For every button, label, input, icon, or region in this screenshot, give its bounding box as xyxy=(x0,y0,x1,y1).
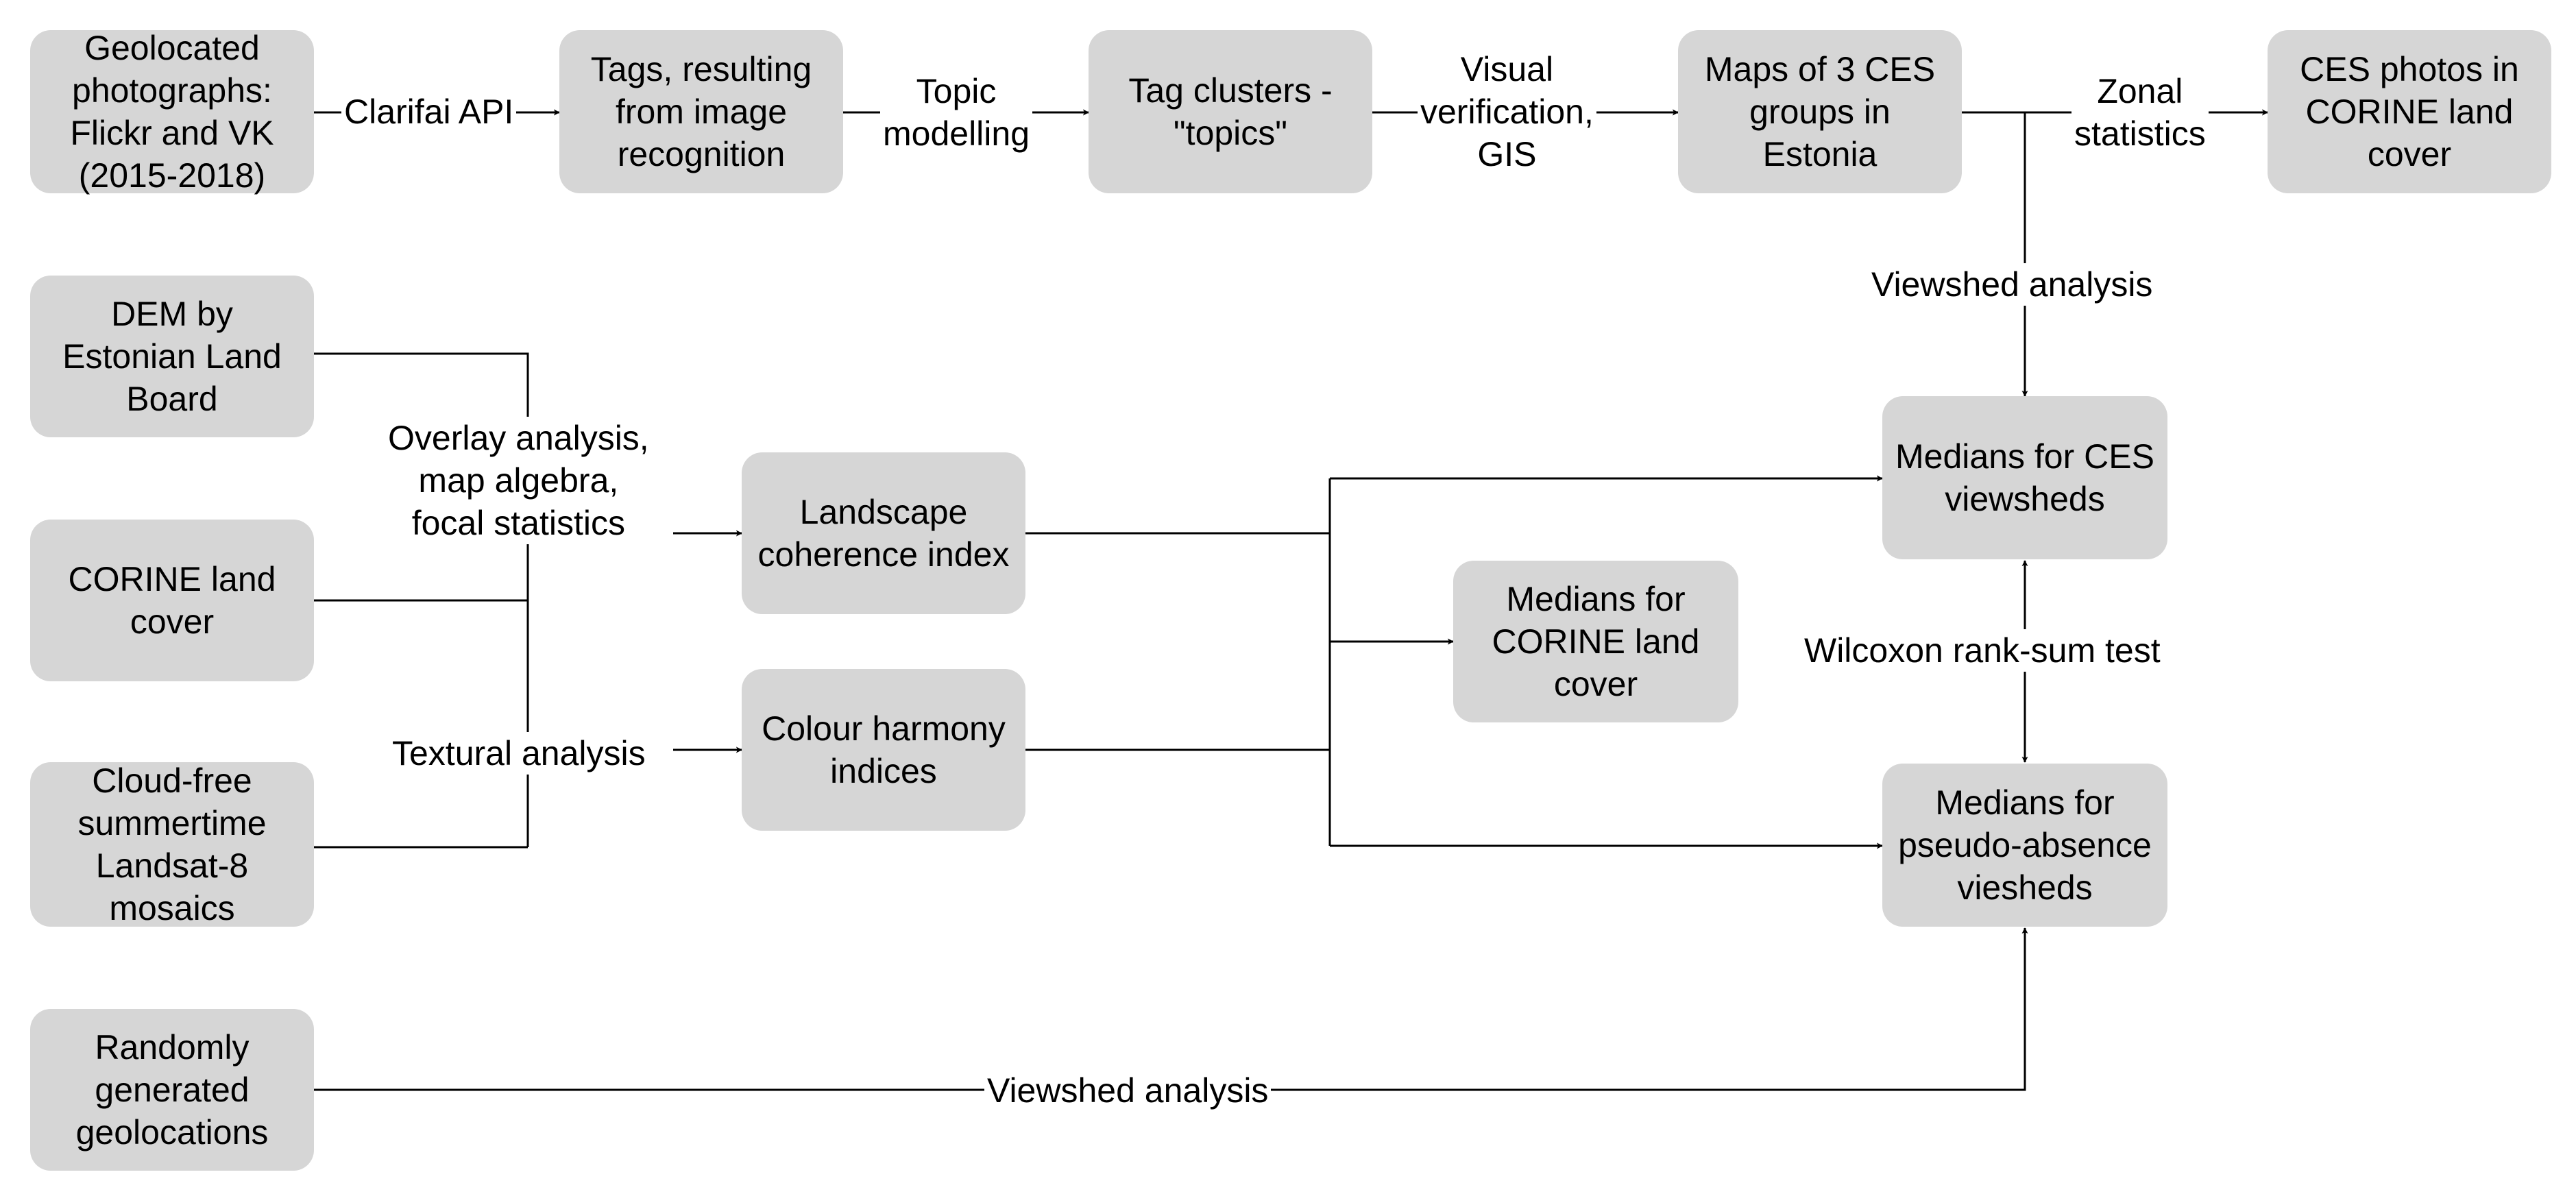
node-label: Medians for CORINE land cover xyxy=(1492,580,1700,703)
node-tags: Tags, resulting from image recognition xyxy=(559,30,843,193)
node-label: CES photos in CORINE land cover xyxy=(2300,50,2519,173)
node-label: Randomly generated geolocations xyxy=(75,1028,269,1152)
edge-label-viewshed-bottom: Viewshed analysis xyxy=(984,1069,1272,1112)
edge-label-textural-analysis: Textural analysis xyxy=(389,732,648,775)
edge-dem-branch xyxy=(314,352,529,847)
node-tag-clusters: Tag clusters - "topics" xyxy=(1089,30,1372,193)
node-random-geolocations: Randomly generated geolocations xyxy=(30,1009,314,1171)
node-ces-photos-corine: CES photos in CORINE land cover xyxy=(2268,30,2551,193)
node-landscape-coherence: Landscape coherence index xyxy=(742,452,1025,614)
node-label: Geolocated photographs: Flickr and VK (2… xyxy=(70,29,274,195)
node-landsat-mosaics: Cloud-free summertime Landsat-8 mosaics xyxy=(30,762,314,927)
edge-random-to-medians-pseudo xyxy=(314,927,2028,1091)
node-label: Landscape coherence index xyxy=(757,493,1010,574)
node-label: Medians for CES viewsheds xyxy=(1895,437,2154,518)
node-label: Tag clusters - "topics" xyxy=(1128,71,1333,152)
node-label: Medians for pseudo-absence viesheds xyxy=(1898,783,2152,907)
node-medians-corine: Medians for CORINE land cover xyxy=(1453,561,1738,722)
node-geolocated-photographs: Geolocated photographs: Flickr and VK (2… xyxy=(30,29,314,195)
edge-label-overlay-analysis: Overlay analysis, map algebra, focal sta… xyxy=(385,417,652,544)
node-ces-maps: Maps of 3 CES groups in Estonia xyxy=(1678,30,1962,193)
node-medians-ces: Medians for CES viewsheds xyxy=(1882,396,2167,559)
node-label: Maps of 3 CES groups in Estonia xyxy=(1704,50,1936,173)
edge-label-topic-modelling: Topic modelling xyxy=(880,70,1033,155)
node-dem: DEM by Estonian Land Board xyxy=(30,276,314,437)
edge-label-viewshed-top: Viewshed analysis xyxy=(1869,263,2156,306)
node-label: CORINE land cover xyxy=(68,560,276,641)
node-label: Cloud-free summertime Landsat-8 mosaics xyxy=(77,762,267,927)
edge-label-wilcoxon: Wilcoxon rank-sum test xyxy=(1801,629,2163,672)
node-label: Tags, resulting from image recognition xyxy=(590,50,812,173)
node-corine-land-cover: CORINE land cover xyxy=(30,520,314,681)
edge-label-clarifai: Clarifai API xyxy=(341,90,517,133)
node-label: DEM by Estonian Land Board xyxy=(62,295,282,418)
edge-label-visual-verification: Visual verification, GIS xyxy=(1418,48,1596,175)
node-medians-pseudo-absence: Medians for pseudo-absence viesheds xyxy=(1882,764,2167,927)
node-colour-harmony: Colour harmony indices xyxy=(742,669,1025,831)
edge-label-zonal-statistics: Zonal statistics xyxy=(2071,70,2209,155)
node-label: Colour harmony indices xyxy=(762,709,1006,790)
